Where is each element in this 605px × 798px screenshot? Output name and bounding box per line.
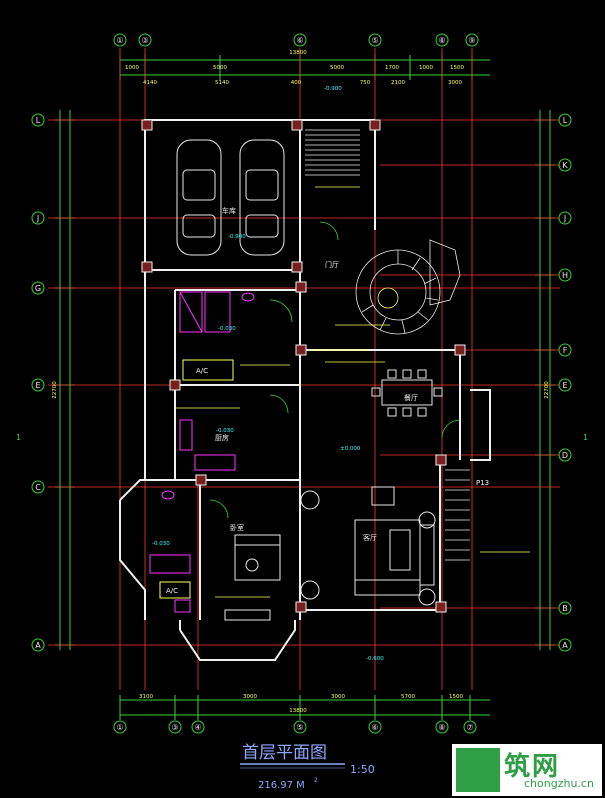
dim-top: 4140 bbox=[143, 80, 157, 86]
room-dining: 餐厅 bbox=[404, 393, 418, 402]
spiral-stair bbox=[355, 239, 461, 335]
left-axis-label: A bbox=[35, 641, 41, 650]
dim-right-total: 22700 bbox=[544, 381, 550, 399]
bottom-axis-label: ⑥ bbox=[371, 723, 378, 732]
right-axis-label: K bbox=[562, 161, 568, 170]
right-axis-label: A bbox=[562, 641, 568, 650]
level-mark: -0.030 bbox=[152, 541, 170, 547]
top-axis-label: ⑥ bbox=[296, 36, 303, 45]
top-axis-label: ③ bbox=[141, 36, 148, 45]
annotation-leaders bbox=[175, 186, 530, 598]
top-axis-label: ⑨ bbox=[468, 36, 475, 45]
bedroom-furniture bbox=[224, 534, 281, 621]
ac-label-bottom: A/C bbox=[166, 587, 178, 595]
bottom-axis-label: ⑧ bbox=[438, 723, 445, 732]
dim-top: 5000 bbox=[213, 65, 227, 71]
dim-top: 400 bbox=[291, 80, 302, 86]
left-axis-label: L bbox=[36, 116, 41, 125]
title-block: 首层平面图 1:50 216.97 M 2 bbox=[240, 743, 375, 791]
axis-labels: ① ③ ⑤ ⑥ ⑧ ⑨ ① ③ ④ ⑤ ⑥ ⑧ ⑦ L J G E C A L … bbox=[35, 36, 568, 732]
bottom-axis-label: ④ bbox=[194, 723, 201, 732]
dim-top: 1000 bbox=[125, 65, 139, 71]
walls bbox=[119, 119, 491, 661]
section-marks: 1 1 bbox=[16, 433, 588, 442]
dim-top: 750 bbox=[360, 80, 371, 86]
drawing-title: 首层平面图 bbox=[242, 743, 327, 763]
level-mark: -0.030 bbox=[216, 428, 234, 434]
bottom-axis-label: ③ bbox=[171, 723, 178, 732]
level-mark: ±0.000 bbox=[340, 446, 361, 452]
dim-top: 2100 bbox=[391, 80, 405, 86]
dim-top: 1000 bbox=[419, 65, 433, 71]
drawing-area-sup: 2 bbox=[314, 777, 318, 784]
dim-left-total: 22700 bbox=[52, 381, 58, 399]
right-axis-label: J bbox=[563, 214, 566, 223]
garage-cars bbox=[176, 139, 285, 256]
watermark-cn: 筑网 bbox=[504, 752, 561, 782]
entry-stairs bbox=[305, 129, 360, 176]
dimension-text: 13800 1000 5000 5000 1700 1000 1500 4140… bbox=[52, 50, 550, 714]
columns bbox=[141, 119, 466, 613]
top-axis-label: ① bbox=[116, 36, 123, 45]
drawing-area: 216.97 M bbox=[258, 780, 305, 791]
bottom-axis-label: ⑦ bbox=[466, 723, 473, 732]
level-mark: -0.600 bbox=[366, 656, 384, 662]
dim-top-total: 13800 bbox=[289, 50, 307, 56]
watermark-url: chongzhu.cn bbox=[524, 777, 594, 790]
ac-label-top: A/C bbox=[196, 367, 208, 375]
right-axis-label: B bbox=[562, 604, 568, 613]
ac-units bbox=[159, 359, 234, 599]
dim-top: 5000 bbox=[330, 65, 344, 71]
dim-bottom: 3000 bbox=[331, 694, 345, 700]
right-axis-label: H bbox=[562, 271, 568, 280]
bottom-axis-label: ⑤ bbox=[296, 723, 303, 732]
left-axis-label: G bbox=[35, 284, 41, 293]
right-axis-label: D bbox=[562, 451, 568, 460]
dim-top: 3000 bbox=[448, 80, 462, 86]
dim-top: 5140 bbox=[215, 80, 229, 86]
right-stairs bbox=[445, 469, 470, 561]
dim-bottom: 5700 bbox=[401, 694, 415, 700]
plumbing-fixtures bbox=[149, 291, 255, 613]
room-bedroom: 卧室 bbox=[230, 523, 244, 532]
right-axis-label: E bbox=[562, 381, 567, 390]
left-axis-label: J bbox=[36, 214, 39, 223]
dim-top: 1700 bbox=[385, 65, 399, 71]
left-axis-label: E bbox=[35, 381, 40, 390]
level-mark: -0.900 bbox=[228, 234, 246, 240]
room-kitchen: 厨房 bbox=[215, 433, 229, 442]
axis-bubbles bbox=[31, 33, 572, 734]
dim-bottom-total: 13800 bbox=[289, 708, 307, 714]
dim-bottom: 3100 bbox=[139, 694, 153, 700]
level-mark: -0.030 bbox=[218, 326, 236, 332]
room-garage: 车库 bbox=[222, 206, 236, 215]
dim-top: 1500 bbox=[450, 65, 464, 71]
axis-grid-lines bbox=[48, 48, 560, 690]
dim-bottom: 1500 bbox=[449, 694, 463, 700]
right-axis-label: F bbox=[563, 346, 568, 355]
watermark-logo: 筑网 chongzhu.cn bbox=[452, 744, 602, 796]
dining-table bbox=[371, 369, 443, 417]
room-labels: 车库 门厅 餐厅 厨房 卧室 客厅 A/C A/C P13 bbox=[166, 206, 489, 595]
left-axis-label: C bbox=[35, 483, 41, 492]
house-icon bbox=[456, 748, 500, 792]
top-axis-label: ⑤ bbox=[371, 36, 378, 45]
mark-p13: P13 bbox=[476, 479, 489, 487]
bottom-axis-label: ① bbox=[116, 723, 123, 732]
room-entry: 门厅 bbox=[325, 260, 339, 269]
section-mark-right: 1 bbox=[583, 433, 588, 442]
level-mark: -0.900 bbox=[324, 86, 342, 92]
level-marks: -0.900 -0.030 ±0.000 -0.030 -0.030 -0.90… bbox=[152, 86, 384, 662]
drawing-scale: 1:50 bbox=[350, 763, 375, 776]
section-mark-left: 1 bbox=[16, 433, 21, 442]
living-furniture bbox=[300, 486, 436, 606]
door-swings bbox=[209, 221, 461, 519]
top-axis-label: ⑧ bbox=[438, 36, 445, 45]
right-axis-label: L bbox=[563, 116, 568, 125]
room-living: 客厅 bbox=[363, 533, 377, 542]
dim-bottom: 3000 bbox=[243, 694, 257, 700]
